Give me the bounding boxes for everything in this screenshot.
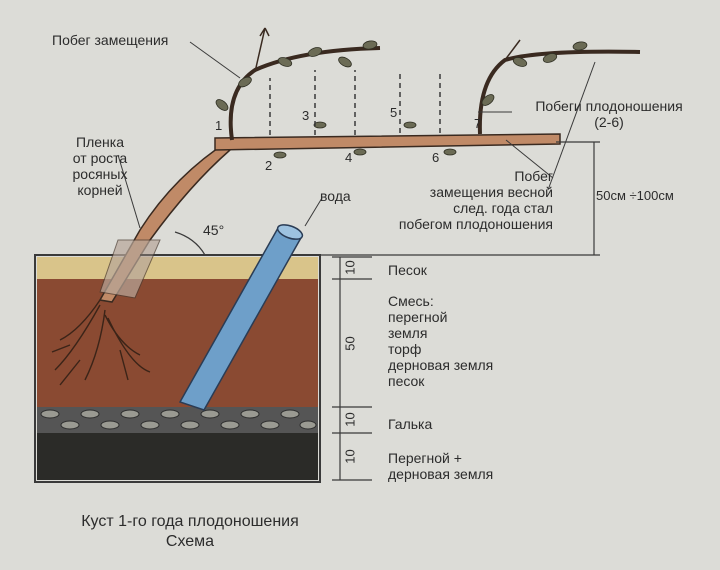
leader-lines <box>117 41 596 229</box>
dashed-shoot-markers <box>269 70 441 135</box>
label-fruiting-shoots: Побеги плодоношения (2-6) <box>535 98 683 130</box>
label-angle: 45° <box>203 222 225 238</box>
label-replacement-shoot: Побег замещения <box>52 32 169 48</box>
layer-thickness-humus: 10 <box>342 449 358 464</box>
caption: Куст 1-го года плодоношения Схема <box>30 512 350 552</box>
layer-thickness-mix: 50 <box>342 336 358 351</box>
bud-number: 5 <box>390 105 398 120</box>
leaves <box>215 40 588 159</box>
layer-name-humus: Перегной + дерновая земля <box>388 450 494 482</box>
replacement-shoot <box>228 46 381 141</box>
layer-dimension-lines <box>332 256 372 481</box>
soil-mix-layer <box>37 279 318 407</box>
cordon <box>214 133 561 151</box>
caption-line-1: Куст 1-го года плодоношения <box>81 513 299 530</box>
height-dimension <box>320 141 600 256</box>
bud-number: 7 <box>474 116 482 131</box>
label-height-range: 50см ÷100см <box>596 188 674 203</box>
layer-name-sand: Песок <box>388 262 427 278</box>
bud-number: 1 <box>215 118 223 133</box>
bud-number: 4 <box>345 150 353 165</box>
label-film: Пленка от роста росяных корней <box>72 134 128 198</box>
caption-line-2: Схема <box>165 533 215 550</box>
bud-number: 2 <box>265 158 273 173</box>
layer-name-pebble: Галька <box>388 416 433 432</box>
replacement-shoot-tip <box>254 27 266 73</box>
bud-number: 3 <box>302 108 310 123</box>
layer-name-mix: Смесь: перегной земля торф дерновая земл… <box>388 293 494 389</box>
bud-number: 6 <box>432 150 440 165</box>
angle-arc <box>174 231 206 256</box>
label-water: вода <box>320 188 351 204</box>
humus-layer <box>37 433 318 480</box>
roots <box>51 299 151 386</box>
water-pipe <box>178 224 304 411</box>
pebble-layer <box>37 407 318 433</box>
pebbles <box>40 409 317 430</box>
layer-thickness-pebble: 10 <box>342 412 358 427</box>
layer-thickness-sand: 10 <box>342 260 358 275</box>
label-replacement-note: Побег замещения весной след. года стал п… <box>398 168 553 232</box>
